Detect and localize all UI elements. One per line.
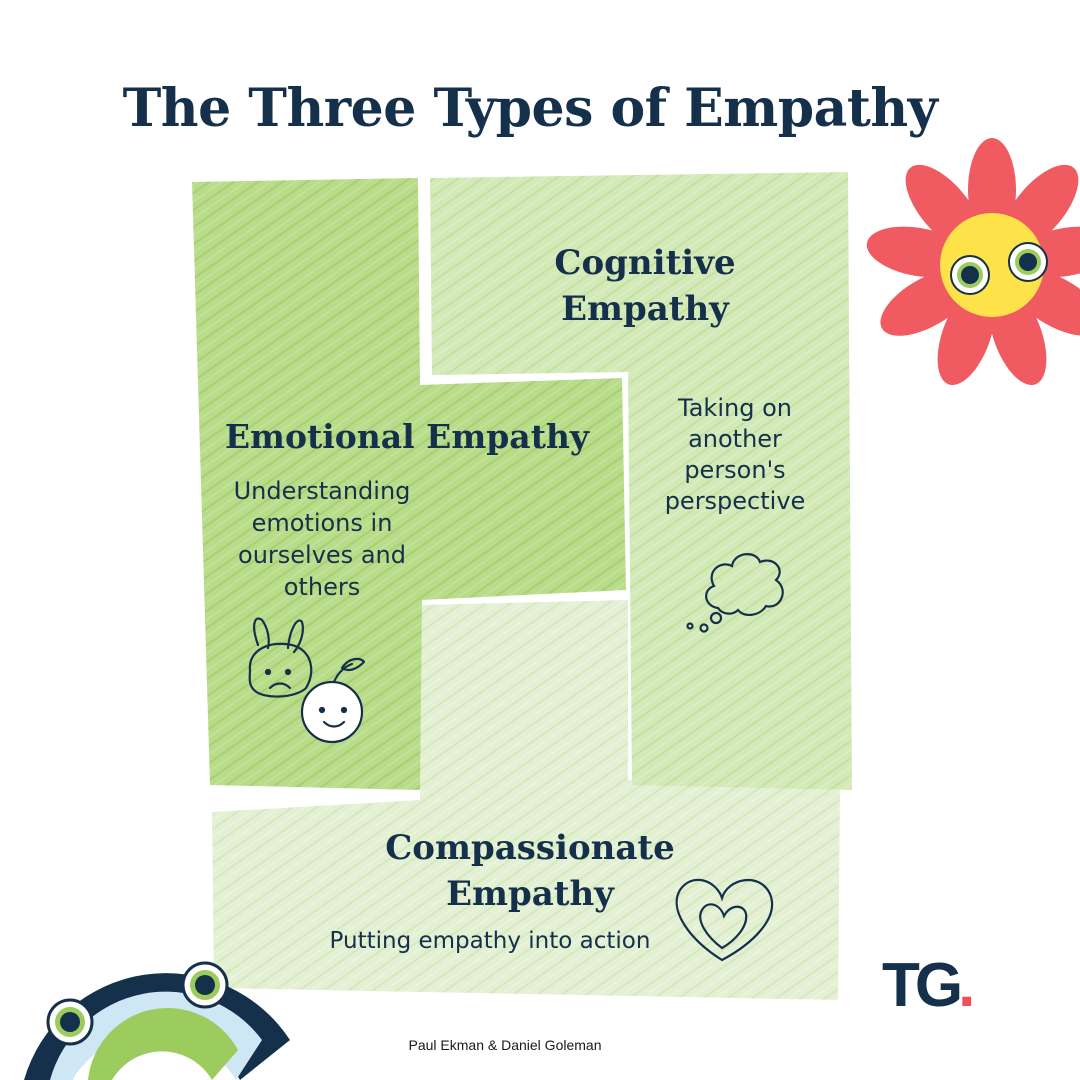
- compassionate-heading-line: Empathy: [446, 874, 614, 914]
- rainbow-character-icon: [24, 961, 290, 1080]
- cognitive-heading-line: Empathy: [561, 289, 729, 329]
- source-credit: Paul Ekman & Daniel Goleman: [408, 1037, 602, 1053]
- emotional-description-line: emotions in: [251, 509, 393, 537]
- emotional-description-line: Understanding: [233, 477, 411, 505]
- cognitive-description-line: perspective: [664, 487, 806, 515]
- tg-logo: TG.: [882, 950, 975, 1021]
- compassionate-description: Putting empathy into action: [329, 928, 651, 954]
- page-title: The Three Types of Empathy: [122, 78, 938, 139]
- emotional-description-line: others: [283, 573, 361, 601]
- cognitive-description: Taking on another person's perspective: [640, 393, 830, 517]
- compassionate-scribble: [212, 600, 840, 1000]
- cognitive-description-line: another: [688, 425, 782, 453]
- cognitive-description-line: person's: [684, 456, 786, 484]
- cognitive-heading-line: Cognitive: [554, 243, 736, 283]
- emotional-description-line: ourselves and: [238, 541, 406, 569]
- cognitive-heading: Cognitive Empathy: [520, 240, 770, 332]
- cognitive-scribble: [430, 172, 852, 790]
- emotional-heading: Emotional Empathy: [224, 417, 590, 456]
- logo-letters: TG: [882, 951, 963, 1020]
- cognitive-description-line: Taking on: [678, 394, 792, 422]
- sad-bunny-and-happy-orange-icon: [248, 617, 366, 744]
- thought-cloud-icon: [686, 553, 784, 633]
- smiling-flower-icon: [866, 138, 1080, 386]
- heart-icon: [675, 878, 773, 962]
- compassionate-heading-line: Compassionate: [385, 828, 675, 868]
- logo-dot: .: [958, 951, 975, 1020]
- emotional-scribble: [192, 178, 626, 790]
- emotional-description: Understanding emotions in ourselves and …: [212, 475, 432, 603]
- compassionate-heading: Compassionate Empathy: [360, 825, 700, 917]
